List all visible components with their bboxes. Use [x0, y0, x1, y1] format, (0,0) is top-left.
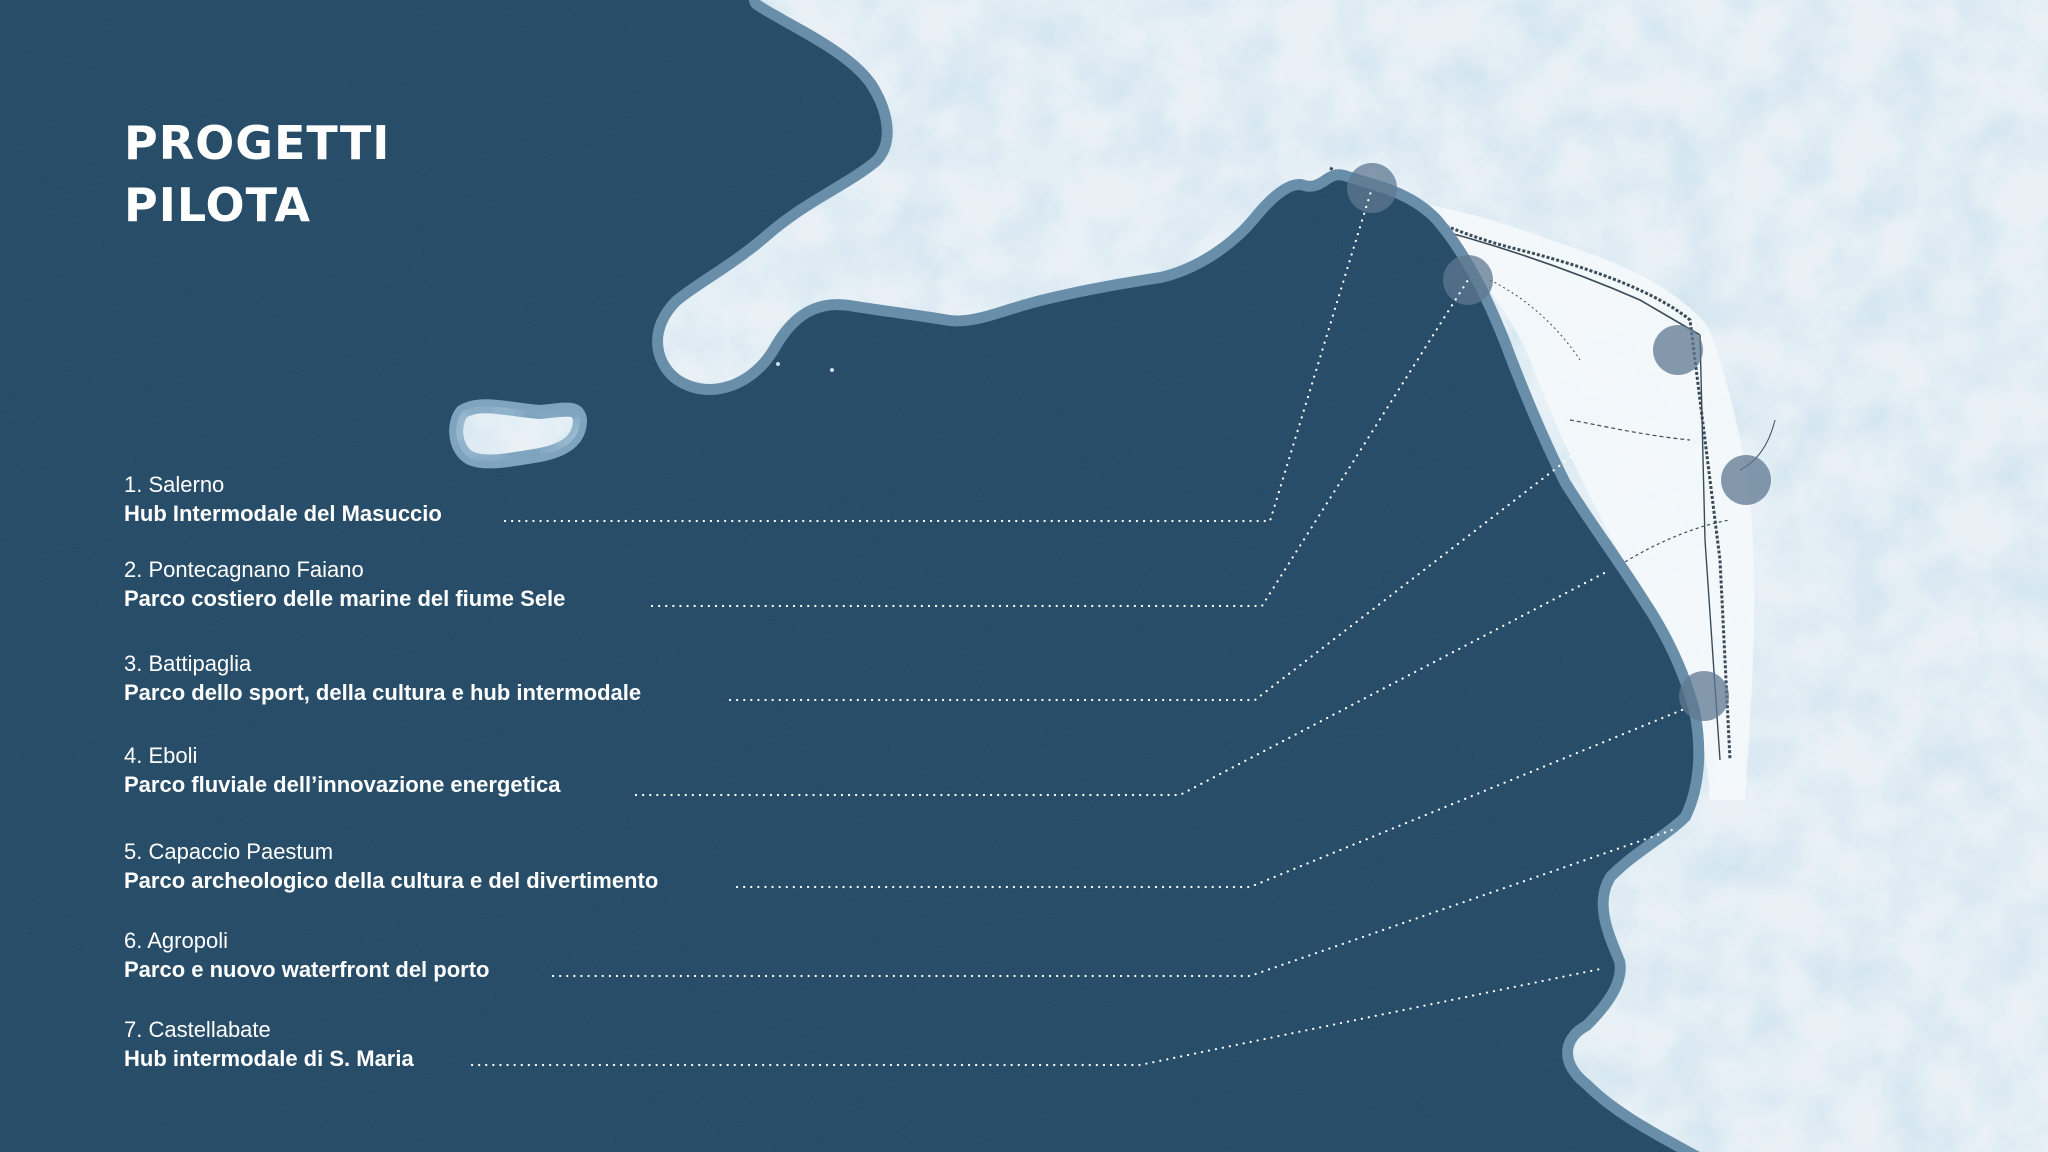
marker-pontecagnano[interactable]: [1443, 255, 1493, 305]
project-item-1[interactable]: 1. Salerno Hub Intermodale del Masuccio: [124, 471, 442, 529]
leader-lines: [470, 186, 1684, 1067]
project-name: Parco fluviale dell’innovazione energeti…: [124, 772, 561, 797]
marker-paestum[interactable]: [1679, 671, 1729, 721]
title-line-2: PILOTA: [124, 178, 312, 232]
project-city: 2. Pontecagnano Faiano: [124, 557, 364, 582]
leader-line-2: [650, 278, 1470, 608]
project-name: Parco archeologico della cultura e del d…: [124, 868, 659, 893]
project-city: 6. Agropoli: [124, 928, 228, 953]
project-name: Hub intermodale di S. Maria: [124, 1046, 414, 1071]
leader-line-5: [735, 708, 1684, 889]
project-item-7[interactable]: 7. Castellabate Hub intermodale di S. Ma…: [124, 1016, 414, 1074]
project-name: Hub Intermodale del Masuccio: [124, 501, 442, 526]
project-item-6[interactable]: 6. Agropoli Parco e nuovo waterfront del…: [124, 927, 489, 985]
project-city: 7. Castellabate: [124, 1017, 271, 1042]
project-name: Parco dello sport, della cultura e hub i…: [124, 680, 642, 705]
project-city: 4. Eboli: [124, 743, 198, 768]
project-item-3[interactable]: 3. Battipaglia Parco dello sport, della …: [124, 650, 641, 708]
project-city: 1. Salerno: [124, 472, 225, 497]
project-markers: [1347, 163, 1771, 721]
title-line-1: PROGETTI: [124, 116, 391, 170]
project-city: 3. Battipaglia: [124, 651, 252, 676]
leader-line-6: [551, 828, 1674, 978]
project-item-4[interactable]: 4. Eboli Parco fluviale dell’innovazione…: [124, 742, 560, 800]
project-item-2[interactable]: 2. Pontecagnano Faiano Parco costiero de…: [124, 556, 565, 614]
leader-line-7: [470, 966, 1607, 1067]
project-name: Parco costiero delle marine del fiume Se…: [124, 586, 566, 611]
marker-battipaglia[interactable]: [1653, 325, 1703, 375]
marker-eboli[interactable]: [1721, 455, 1771, 505]
leader-line-1: [503, 186, 1374, 523]
project-item-5[interactable]: 5. Capaccio Paestum Parco archeologico d…: [124, 838, 658, 896]
leader-line-3: [728, 448, 1582, 702]
project-name: Parco e nuovo waterfront del porto: [124, 957, 490, 982]
page-title: PROGETTI PILOTA: [124, 112, 390, 236]
project-city: 5. Capaccio Paestum: [124, 839, 334, 864]
marker-salerno[interactable]: [1347, 163, 1397, 213]
